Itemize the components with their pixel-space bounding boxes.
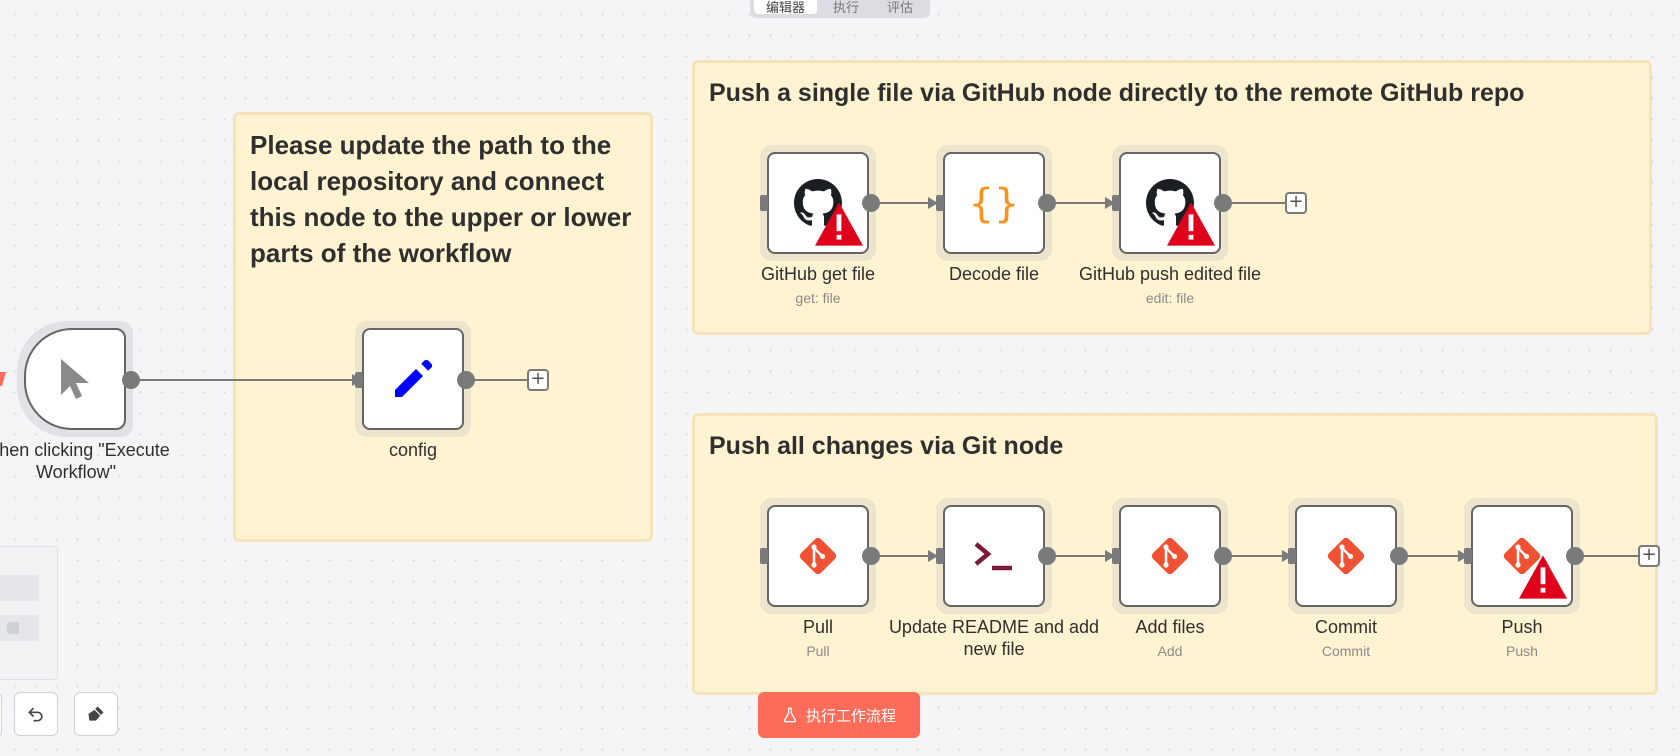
node-body [362,328,464,430]
terminal-icon [974,542,1012,571]
node-label: GitHub get file [760,264,876,284]
node-body [24,328,126,430]
zoom-control-edge[interactable] [0,692,2,738]
panel-chip [7,622,19,634]
node-label: Add files [1135,617,1205,637]
warning-icon[interactable] [1519,553,1567,601]
node-subtitle: Add [1157,643,1183,659]
warning-icon[interactable] [1167,200,1215,248]
git-icon [799,537,837,575]
node-label: Commit [1315,617,1377,637]
execute-workflow-label: 执行工作流程 [805,707,896,725]
warning-icon[interactable] [815,200,863,248]
tidy-up-button[interactable] [74,692,118,736]
input-handle[interactable] [1112,195,1120,211]
node-subtitle: Commit [1321,643,1371,659]
node-config[interactable] [355,321,471,437]
node-git-push[interactable] [1464,498,1580,614]
node-body [767,152,869,254]
node-body [767,505,869,607]
node-commit[interactable] [1288,498,1404,614]
sticky-note-text: Please update the path to the local repo… [250,130,632,268]
tab-editor[interactable]: 编辑器 [754,0,818,14]
view-tabs: 编辑器 执行 评估 [750,0,930,18]
input-handle[interactable] [760,195,768,211]
execute-workflow-button[interactable]: 执行工作流程 [758,692,920,738]
input-handle[interactable] [1112,548,1120,564]
node-body [1295,505,1397,607]
input-handle[interactable] [936,195,944,211]
flask-icon [783,707,797,723]
output-handle[interactable] [457,371,475,389]
output-handle[interactable] [1214,547,1232,565]
node-body [1471,505,1573,607]
undo-icon [28,707,43,722]
node-github-push-edited-file[interactable] [1112,145,1228,261]
node-body [1119,505,1221,607]
node-manual-trigger[interactable] [17,321,133,437]
node-git-pull[interactable] [760,498,876,614]
output-handle[interactable] [1038,547,1056,565]
panel-row [0,615,39,641]
input-handle[interactable] [355,372,363,388]
svg-text:{}: {} [970,181,1018,227]
sticky-note-text: Push all changes via Git node [709,432,1064,460]
output-handle[interactable] [1566,547,1584,565]
node-label: GitHub push edited file [1078,264,1262,284]
node-label: Push [1501,617,1543,637]
undo-button[interactable] [14,692,58,736]
output-handle[interactable] [862,547,880,565]
node-body [1119,152,1221,254]
output-handle[interactable] [1214,194,1232,212]
broom-icon [88,706,104,721]
output-handle[interactable] [1390,547,1408,565]
input-handle[interactable] [1464,548,1472,564]
node-subtitle: get: file [795,290,841,306]
input-handle[interactable] [760,548,768,564]
node-label: Decode file [948,264,1040,284]
add-node-button[interactable]: + [1285,192,1307,214]
git-icon [1151,537,1189,575]
add-node-button[interactable]: + [527,369,549,391]
node-update-readme[interactable] [936,498,1052,614]
add-node-button[interactable]: + [1638,545,1660,567]
output-handle[interactable] [122,371,140,389]
github-icon [794,179,842,226]
cursor-icon [61,359,89,399]
node-details-panel [0,546,58,680]
node-label: config [388,440,438,460]
git-icon [1503,537,1541,575]
output-handle[interactable] [1038,194,1056,212]
input-handle[interactable] [1288,548,1296,564]
sticky-note-config[interactable]: Please update the path to the local repo… [233,112,653,542]
input-handle[interactable] [936,548,944,564]
node-subtitle: edit: file [1145,290,1195,306]
git-icon [1327,537,1365,575]
sticky-note-text: Push a single file via GitHub node direc… [709,79,1525,107]
tab-evaluations[interactable]: 评估 [887,0,914,15]
output-handle[interactable] [862,194,880,212]
tab-executions[interactable]: 执行 [833,0,860,15]
panel-row [0,575,39,601]
node-body [943,505,1045,607]
node-label: Update README and add new file [888,617,1100,659]
node-subtitle: Pull [806,643,830,659]
node-add-files[interactable] [1112,498,1228,614]
node-label: When clicking "Execute Workflow" [0,440,170,482]
node-label: Pull [802,617,833,637]
node-github-get-file[interactable] [760,145,876,261]
node-decode-file[interactable]: {} [936,145,1052,261]
braces-icon: {} [970,181,1018,227]
pencil-icon [395,359,433,397]
node-body: {} [943,152,1045,254]
trigger-bolt-icon [0,372,6,386]
github-icon [1146,179,1194,226]
node-subtitle: Push [1506,643,1538,659]
